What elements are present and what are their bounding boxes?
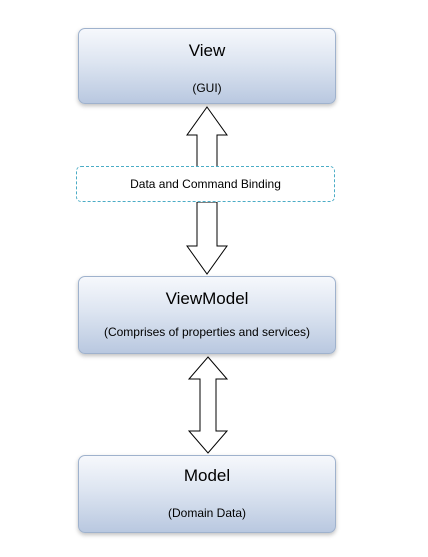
viewmodel-subtitle: (Comprises of properties and services) bbox=[103, 325, 311, 339]
viewmodel-title: ViewModel bbox=[165, 289, 249, 308]
view-subtitle: (GUI) bbox=[192, 81, 222, 95]
model-title: Model bbox=[183, 466, 231, 485]
arrow-up-view bbox=[186, 106, 228, 168]
model-box: Model (Domain Data) bbox=[78, 455, 336, 533]
viewmodel-box: ViewModel (Comprises of properties and s… bbox=[78, 276, 336, 354]
view-box: View (GUI) bbox=[78, 28, 336, 104]
arrow-double-viewmodel-model bbox=[187, 356, 229, 454]
binding-label: Data and Command Binding bbox=[130, 177, 281, 191]
binding-box: Data and Command Binding bbox=[76, 166, 335, 202]
arrow-down-viewmodel bbox=[186, 201, 228, 275]
model-subtitle: (Domain Data) bbox=[167, 506, 247, 520]
view-title: View bbox=[188, 41, 226, 60]
